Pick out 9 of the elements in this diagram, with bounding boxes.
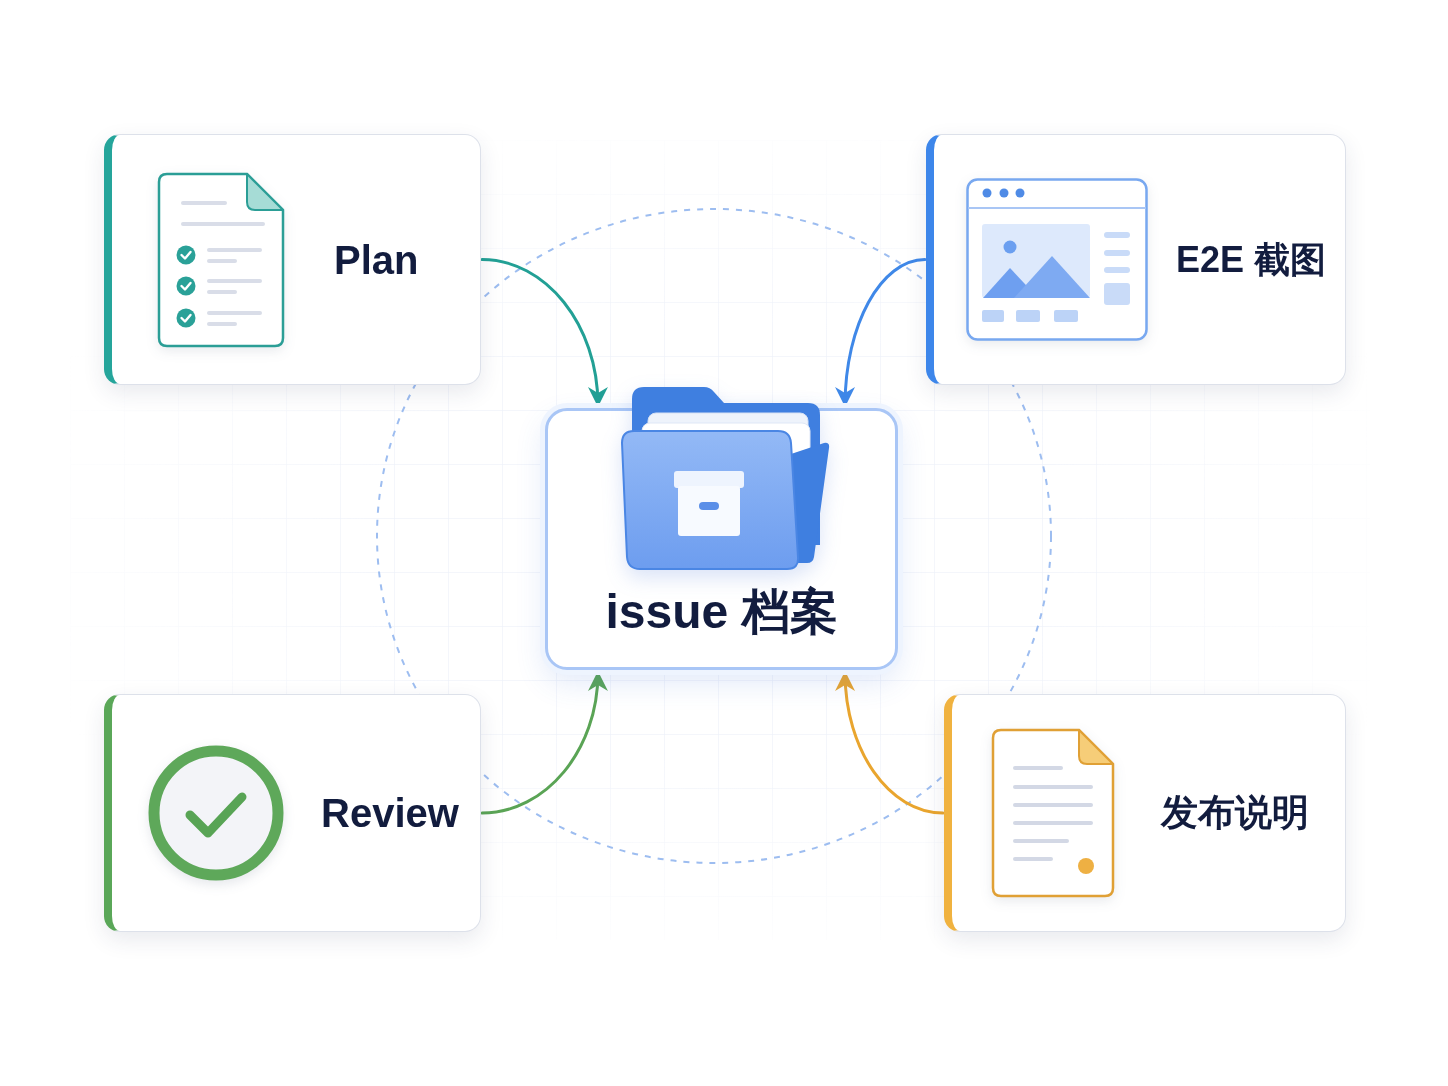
node-label: issue 档案: [605, 584, 838, 641]
plan-card: [104, 134, 481, 385]
node-label: 发布说明: [1161, 790, 1309, 835]
node-label: Plan: [334, 236, 419, 284]
node-label: E2E 截图: [1176, 237, 1327, 282]
review-card: [104, 694, 481, 932]
release-notes-card: [944, 694, 1346, 932]
node-label: Review: [321, 790, 459, 837]
screenshot-card: [926, 134, 1346, 385]
